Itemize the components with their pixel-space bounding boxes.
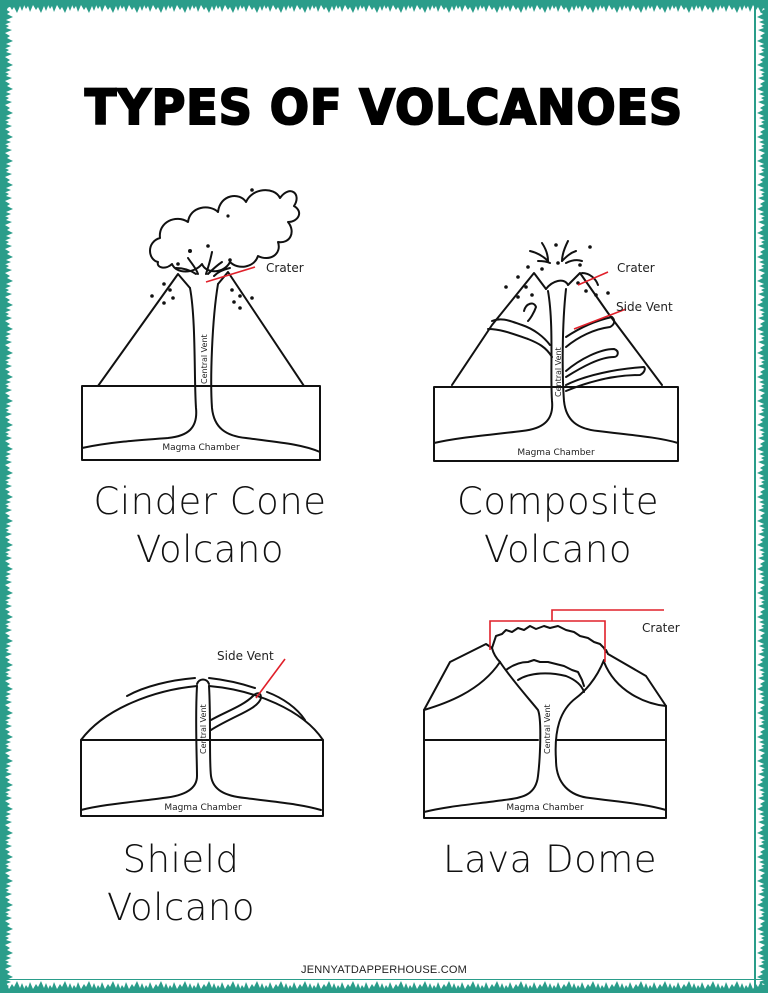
cinder-cone-caption: Cinder Cone Volcano — [93, 480, 327, 571]
crater-label: Crater — [266, 261, 304, 275]
cinder-cone-diagram: Crater Central Vent Magma Chamber — [81, 188, 321, 461]
magma-chamber-label: Magma Chamber — [517, 448, 595, 458]
website-footer: JENNYATDAPPERHOUSE.COM — [301, 964, 467, 976]
shield-caption: Shield Volcano — [107, 838, 255, 929]
magma-chamber-label: Magma Chamber — [162, 443, 240, 453]
crater-label: Crater — [642, 621, 680, 635]
central-vent-label: Central Vent — [200, 334, 209, 384]
magma-chamber-label: Magma Chamber — [506, 803, 584, 813]
side-vent-label: Side Vent — [616, 300, 673, 314]
page-title: TYPES OF VOLCANOES — [84, 78, 684, 137]
crater-label: Crater — [617, 261, 655, 275]
magma-chamber-label: Magma Chamber — [164, 803, 242, 813]
central-vent-label: Central Vent — [554, 347, 563, 397]
lava-dome-caption: Lava Dome — [442, 838, 658, 881]
side-vent-label: Side Vent — [217, 649, 274, 663]
composite-caption: Composite Volcano — [457, 480, 659, 571]
composite-diagram: Crater Side Vent Central Vent Magma Cham… — [433, 240, 679, 462]
central-vent-label: Central Vent — [543, 704, 552, 754]
shield-diagram: Side Vent Central Vent Magma Chamber — [80, 649, 324, 817]
lava-dome-diagram: Crater Central Vent Magma Chamber — [423, 609, 680, 819]
central-vent-label: Central Vent — [199, 704, 208, 754]
